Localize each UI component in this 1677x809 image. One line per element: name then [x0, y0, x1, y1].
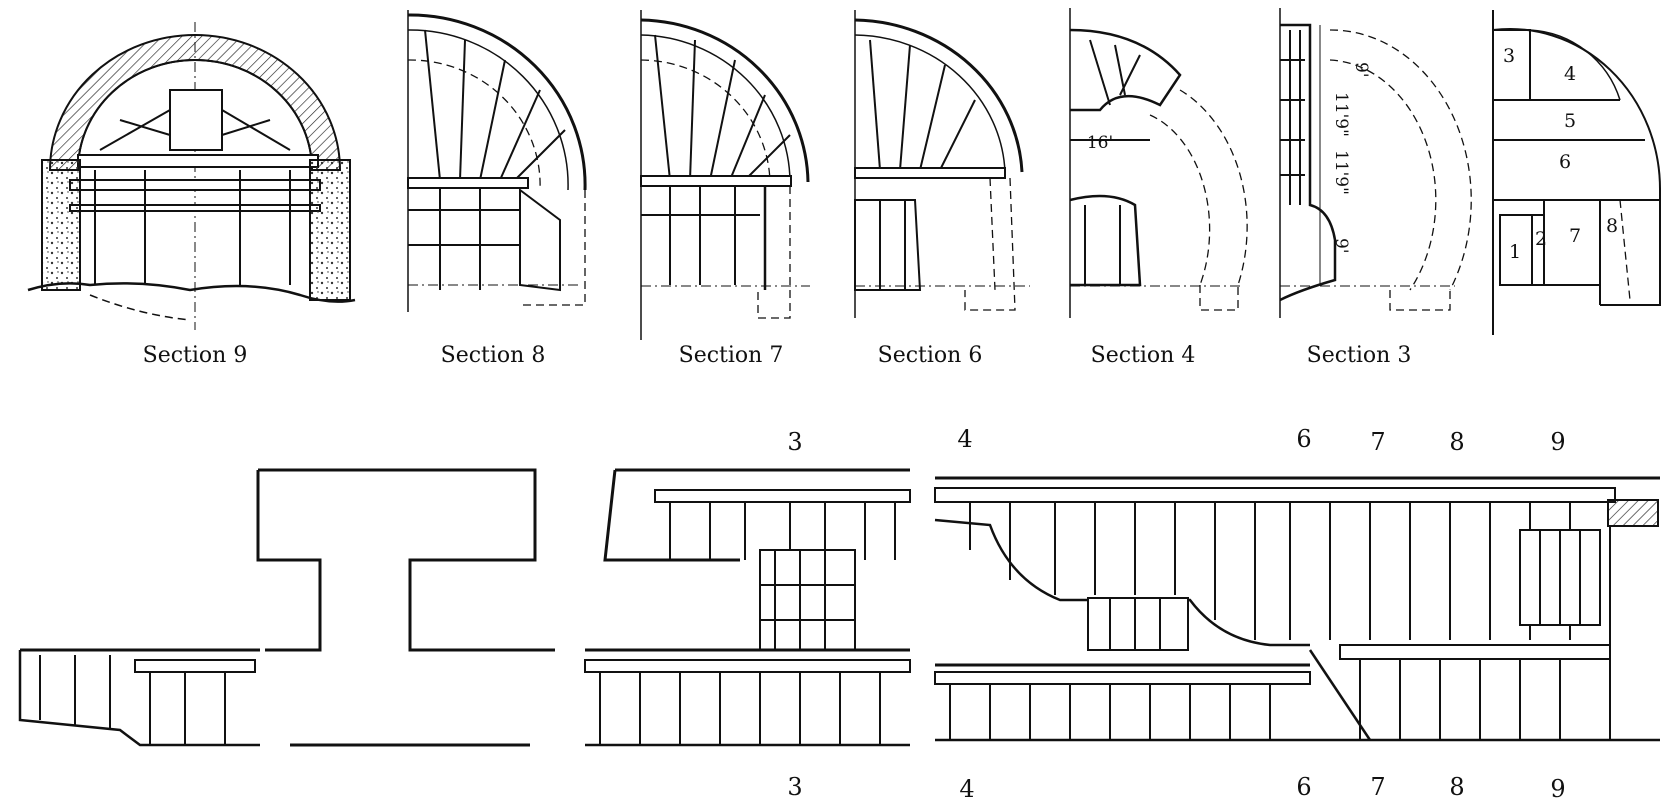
marker-top-4: 4	[957, 425, 972, 453]
marker-top-6: 6	[1296, 425, 1311, 453]
section-7-caption: Section 7	[679, 343, 784, 368]
section-8-drawing	[407, 10, 587, 312]
section-3-middle-dim: 11'9"	[1331, 150, 1351, 195]
longitudinal-section-drawing	[18, 468, 1660, 747]
part-label-7: 7	[1569, 225, 1581, 247]
marker-top-8: 8	[1449, 428, 1464, 456]
section-3-lower-dim: 9'	[1331, 238, 1351, 254]
part-label-2: 2	[1535, 228, 1547, 250]
section-8-caption: Section 8	[441, 343, 546, 368]
marker-bottom-4: 4	[959, 775, 974, 803]
part-label-4: 4	[1564, 63, 1576, 85]
marker-bottom-6: 6	[1296, 773, 1311, 801]
part-label-5: 5	[1564, 110, 1576, 132]
part-label-8: 8	[1606, 215, 1618, 237]
section-3-drawing	[1279, 8, 1472, 318]
marker-bottom-3: 3	[787, 773, 802, 801]
part-label-3: 3	[1503, 45, 1515, 67]
marker-top-7: 7	[1370, 428, 1385, 456]
section-6-drawing	[854, 10, 1030, 318]
marker-bottom-7: 7	[1370, 773, 1385, 801]
section-7-drawing	[640, 10, 810, 340]
section-3-caption: Section 3	[1307, 343, 1412, 368]
section-4-drawing	[1069, 8, 1248, 318]
section-3-upper-dim: 11'9"	[1331, 92, 1351, 137]
marker-bottom-9: 9	[1550, 775, 1565, 803]
marker-top-9: 9	[1550, 428, 1565, 456]
part-label-1: 1	[1509, 241, 1521, 263]
section-3-top-dim: 9'	[1351, 62, 1371, 78]
part-label-6: 6	[1559, 151, 1571, 173]
marker-top-3: 3	[787, 428, 802, 456]
section-4-caption: Section 4	[1091, 343, 1196, 368]
section-6-caption: Section 6	[878, 343, 983, 368]
section-9-drawing	[27, 22, 356, 330]
marker-bottom-8: 8	[1449, 773, 1464, 801]
section-4-width-dim: 16'	[1087, 133, 1113, 153]
excavation-sequence-drawing	[1492, 10, 1662, 335]
section-9-caption: Section 9	[143, 343, 248, 368]
